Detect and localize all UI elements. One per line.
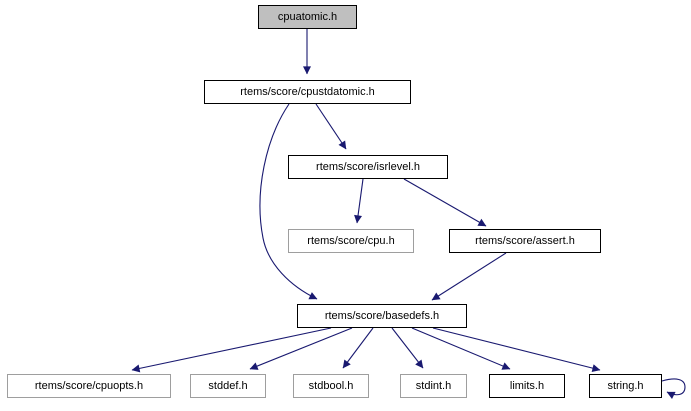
edge-isrlevel-to-assert xyxy=(403,178,487,227)
graph-node-assert[interactable]: rtems/score/assert.h xyxy=(449,229,601,253)
graph-node-cpuopts: rtems/score/cpuopts.h xyxy=(7,374,171,398)
edge-basedefs-to-string xyxy=(432,327,601,373)
graph-node-basedefs[interactable]: rtems/score/basedefs.h xyxy=(297,304,467,328)
graph-node-isrlevel[interactable]: rtems/score/isrlevel.h xyxy=(288,155,448,179)
graph-node-string[interactable]: string.h xyxy=(589,374,662,398)
edge-assert-to-basedefs xyxy=(431,252,507,301)
graph-node-cpu: rtems/score/cpu.h xyxy=(288,229,414,253)
graph-node-stdint: stdint.h xyxy=(400,374,467,398)
edge-cpustdatomic-to-basedefs xyxy=(259,103,318,300)
graph-node-cpustdatomic[interactable]: rtems/score/cpustdatomic.h xyxy=(204,80,411,104)
graph-node-limits[interactable]: limits.h xyxy=(489,374,565,398)
edge-basedefs-to-stddef xyxy=(249,327,353,370)
edge-basedefs-to-stdint xyxy=(391,327,424,369)
graph-node-cpuatomic: cpuatomic.h xyxy=(258,5,357,29)
graph-node-stddef: stddef.h xyxy=(190,374,266,398)
edge-basedefs-to-limits xyxy=(411,327,511,370)
edge-cpustdatomic-to-isrlevel xyxy=(315,103,347,150)
edge-isrlevel-to-cpu xyxy=(354,178,364,224)
graph-node-stdbool: stdbool.h xyxy=(293,374,369,398)
edge-basedefs-to-stdbool xyxy=(342,327,374,369)
edge-string-to-string xyxy=(661,378,686,399)
edge-basedefs-to-cpuopts xyxy=(131,327,332,373)
